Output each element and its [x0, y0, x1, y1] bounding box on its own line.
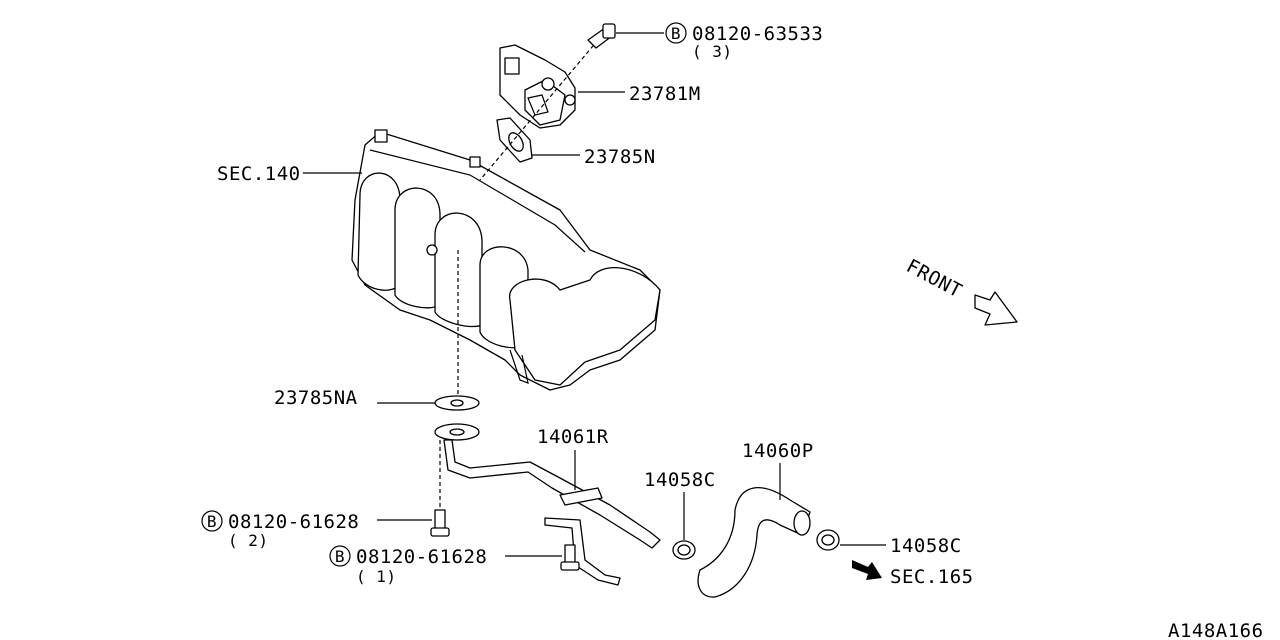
label-gasket-upper[interactable]: 23785N	[584, 146, 656, 168]
label-clamp-left[interactable]: 14058C	[644, 469, 716, 491]
diagram-id: A148A166	[1168, 620, 1264, 640]
label-valve[interactable]: 23781M	[629, 83, 701, 105]
front-label: FRONT	[903, 255, 966, 302]
label-bolt-left-part[interactable]: 08120-61628	[228, 511, 359, 533]
label-bolt-top-qty: ( 3)	[692, 42, 733, 61]
svg-text:B: B	[207, 512, 217, 531]
alignment-line-upper	[479, 39, 599, 181]
badge-bolt-left: B	[201, 510, 223, 532]
sec165-arrow-icon	[852, 560, 882, 580]
clamp-left[interactable]	[672, 540, 696, 560]
bolt-left[interactable]	[430, 509, 450, 537]
label-clamp-right[interactable]: 14058C	[890, 535, 962, 557]
egr-valve[interactable]	[499, 44, 576, 129]
hose[interactable]	[697, 487, 811, 598]
egr-tube[interactable]	[434, 423, 661, 586]
leader-lines	[303, 32, 886, 557]
badge-bolt-bottom: B	[329, 545, 351, 567]
gasket-upper[interactable]	[496, 117, 533, 163]
clamp-right[interactable]	[816, 529, 840, 551]
label-tube[interactable]: 14061R	[537, 426, 609, 448]
intake-manifold[interactable]	[351, 129, 661, 391]
label-hose[interactable]: 14060P	[742, 440, 814, 462]
label-sec140[interactable]: SEC.140	[217, 163, 301, 185]
bolt-bottom[interactable]	[560, 544, 580, 571]
label-bolt-bottom-part[interactable]: 08120-61628	[356, 546, 487, 568]
front-arrow-icon	[974, 291, 1018, 326]
svg-text:B: B	[335, 547, 345, 566]
label-sec165[interactable]: SEC.165	[890, 566, 974, 588]
label-gasket-lower[interactable]: 23785NA	[274, 387, 358, 409]
gasket-lower[interactable]	[434, 395, 480, 411]
label-bolt-left-qty: ( 2)	[228, 531, 269, 550]
badge-bolt-top: B	[665, 22, 687, 44]
svg-text:B: B	[671, 24, 681, 43]
label-bolt-top-part[interactable]: 08120-63533	[692, 23, 823, 45]
label-bolt-bottom-qty: ( 1)	[356, 567, 397, 586]
bolt-top[interactable]	[587, 23, 616, 49]
